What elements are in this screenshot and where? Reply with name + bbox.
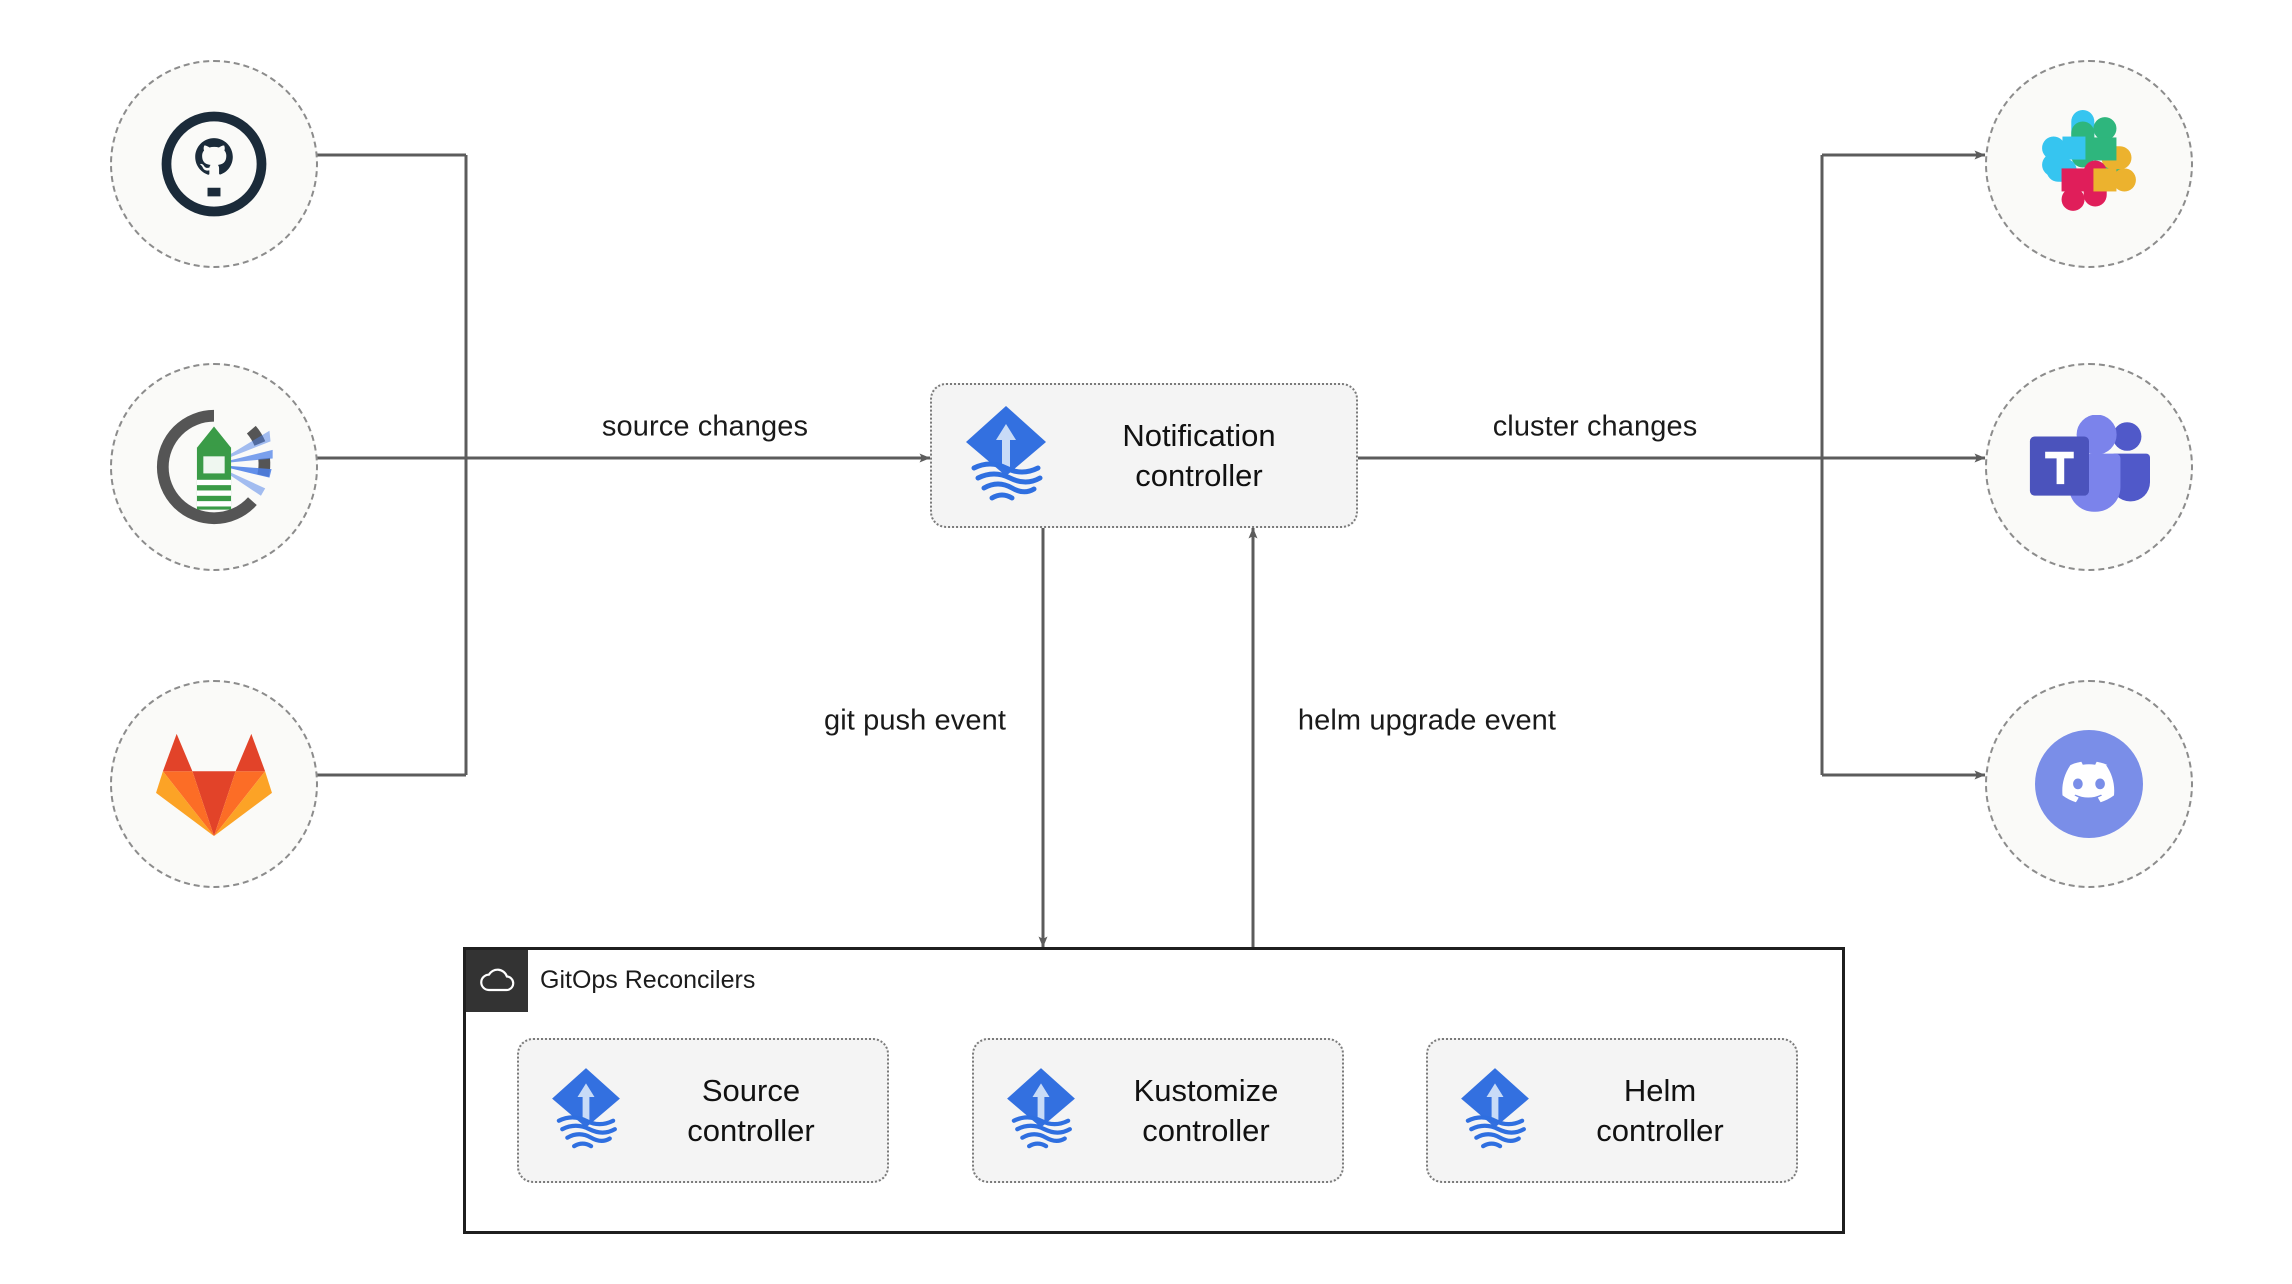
source-controller-box[interactable]: Source controller (517, 1038, 889, 1183)
helm-controller-label: Helm controller (1534, 1071, 1796, 1150)
helm-controller-label-line2: controller (1596, 1112, 1724, 1148)
discord-icon (2035, 730, 2143, 838)
flux-icon (1002, 1062, 1080, 1159)
notification-controller-label: Notification controller (1052, 416, 1356, 495)
github-icon (161, 111, 267, 217)
source-node-gitlab[interactable] (110, 680, 318, 888)
notification-controller-box[interactable]: Notification controller (930, 383, 1358, 528)
kustomize-controller-label-line2: controller (1142, 1112, 1270, 1148)
edge-label-helm-upgrade-event: helm upgrade event (1297, 704, 1557, 737)
provider-node-slack[interactable] (1985, 60, 2193, 268)
kustomize-controller-box[interactable]: Kustomize controller (972, 1038, 1344, 1183)
kustomize-controller-label: Kustomize controller (1080, 1071, 1342, 1150)
edge-label-git-push-event: git push event (824, 704, 1006, 737)
slack-icon (2042, 110, 2136, 211)
cloud-icon (466, 950, 528, 1012)
provider-node-discord[interactable] (1985, 680, 2193, 888)
source-controller-label-line2: controller (687, 1112, 815, 1148)
flux-icon (547, 1062, 625, 1159)
flux-icon (960, 402, 1052, 509)
source-node-fluxcd[interactable] (110, 363, 318, 571)
flux-icon (1456, 1062, 1534, 1159)
edge-label-source-changes: source changes (601, 410, 809, 443)
provider-node-teams[interactable] (1985, 363, 2193, 571)
helm-controller-label-line1: Helm (1623, 1072, 1697, 1108)
gitops-reconcilers-container: GitOps Reconcilers Source controller (463, 947, 1845, 1234)
gitops-reconcilers-title: GitOps Reconcilers (540, 966, 756, 994)
notification-controller-label-line1: Notification (1122, 417, 1276, 453)
fluxcd-lighthouse-icon (157, 409, 273, 525)
source-controller-label-line1: Source (701, 1072, 801, 1108)
kustomize-controller-label-line1: Kustomize (1133, 1072, 1279, 1108)
source-node-github[interactable] (110, 60, 318, 268)
gitlab-icon (156, 733, 272, 837)
edge-label-cluster-changes: cluster changes (1492, 410, 1698, 443)
source-controller-label: Source controller (625, 1071, 887, 1150)
microsoft-teams-icon (2029, 415, 2150, 512)
helm-controller-box[interactable]: Helm controller (1426, 1038, 1798, 1183)
notification-controller-label-line2: controller (1135, 457, 1263, 493)
